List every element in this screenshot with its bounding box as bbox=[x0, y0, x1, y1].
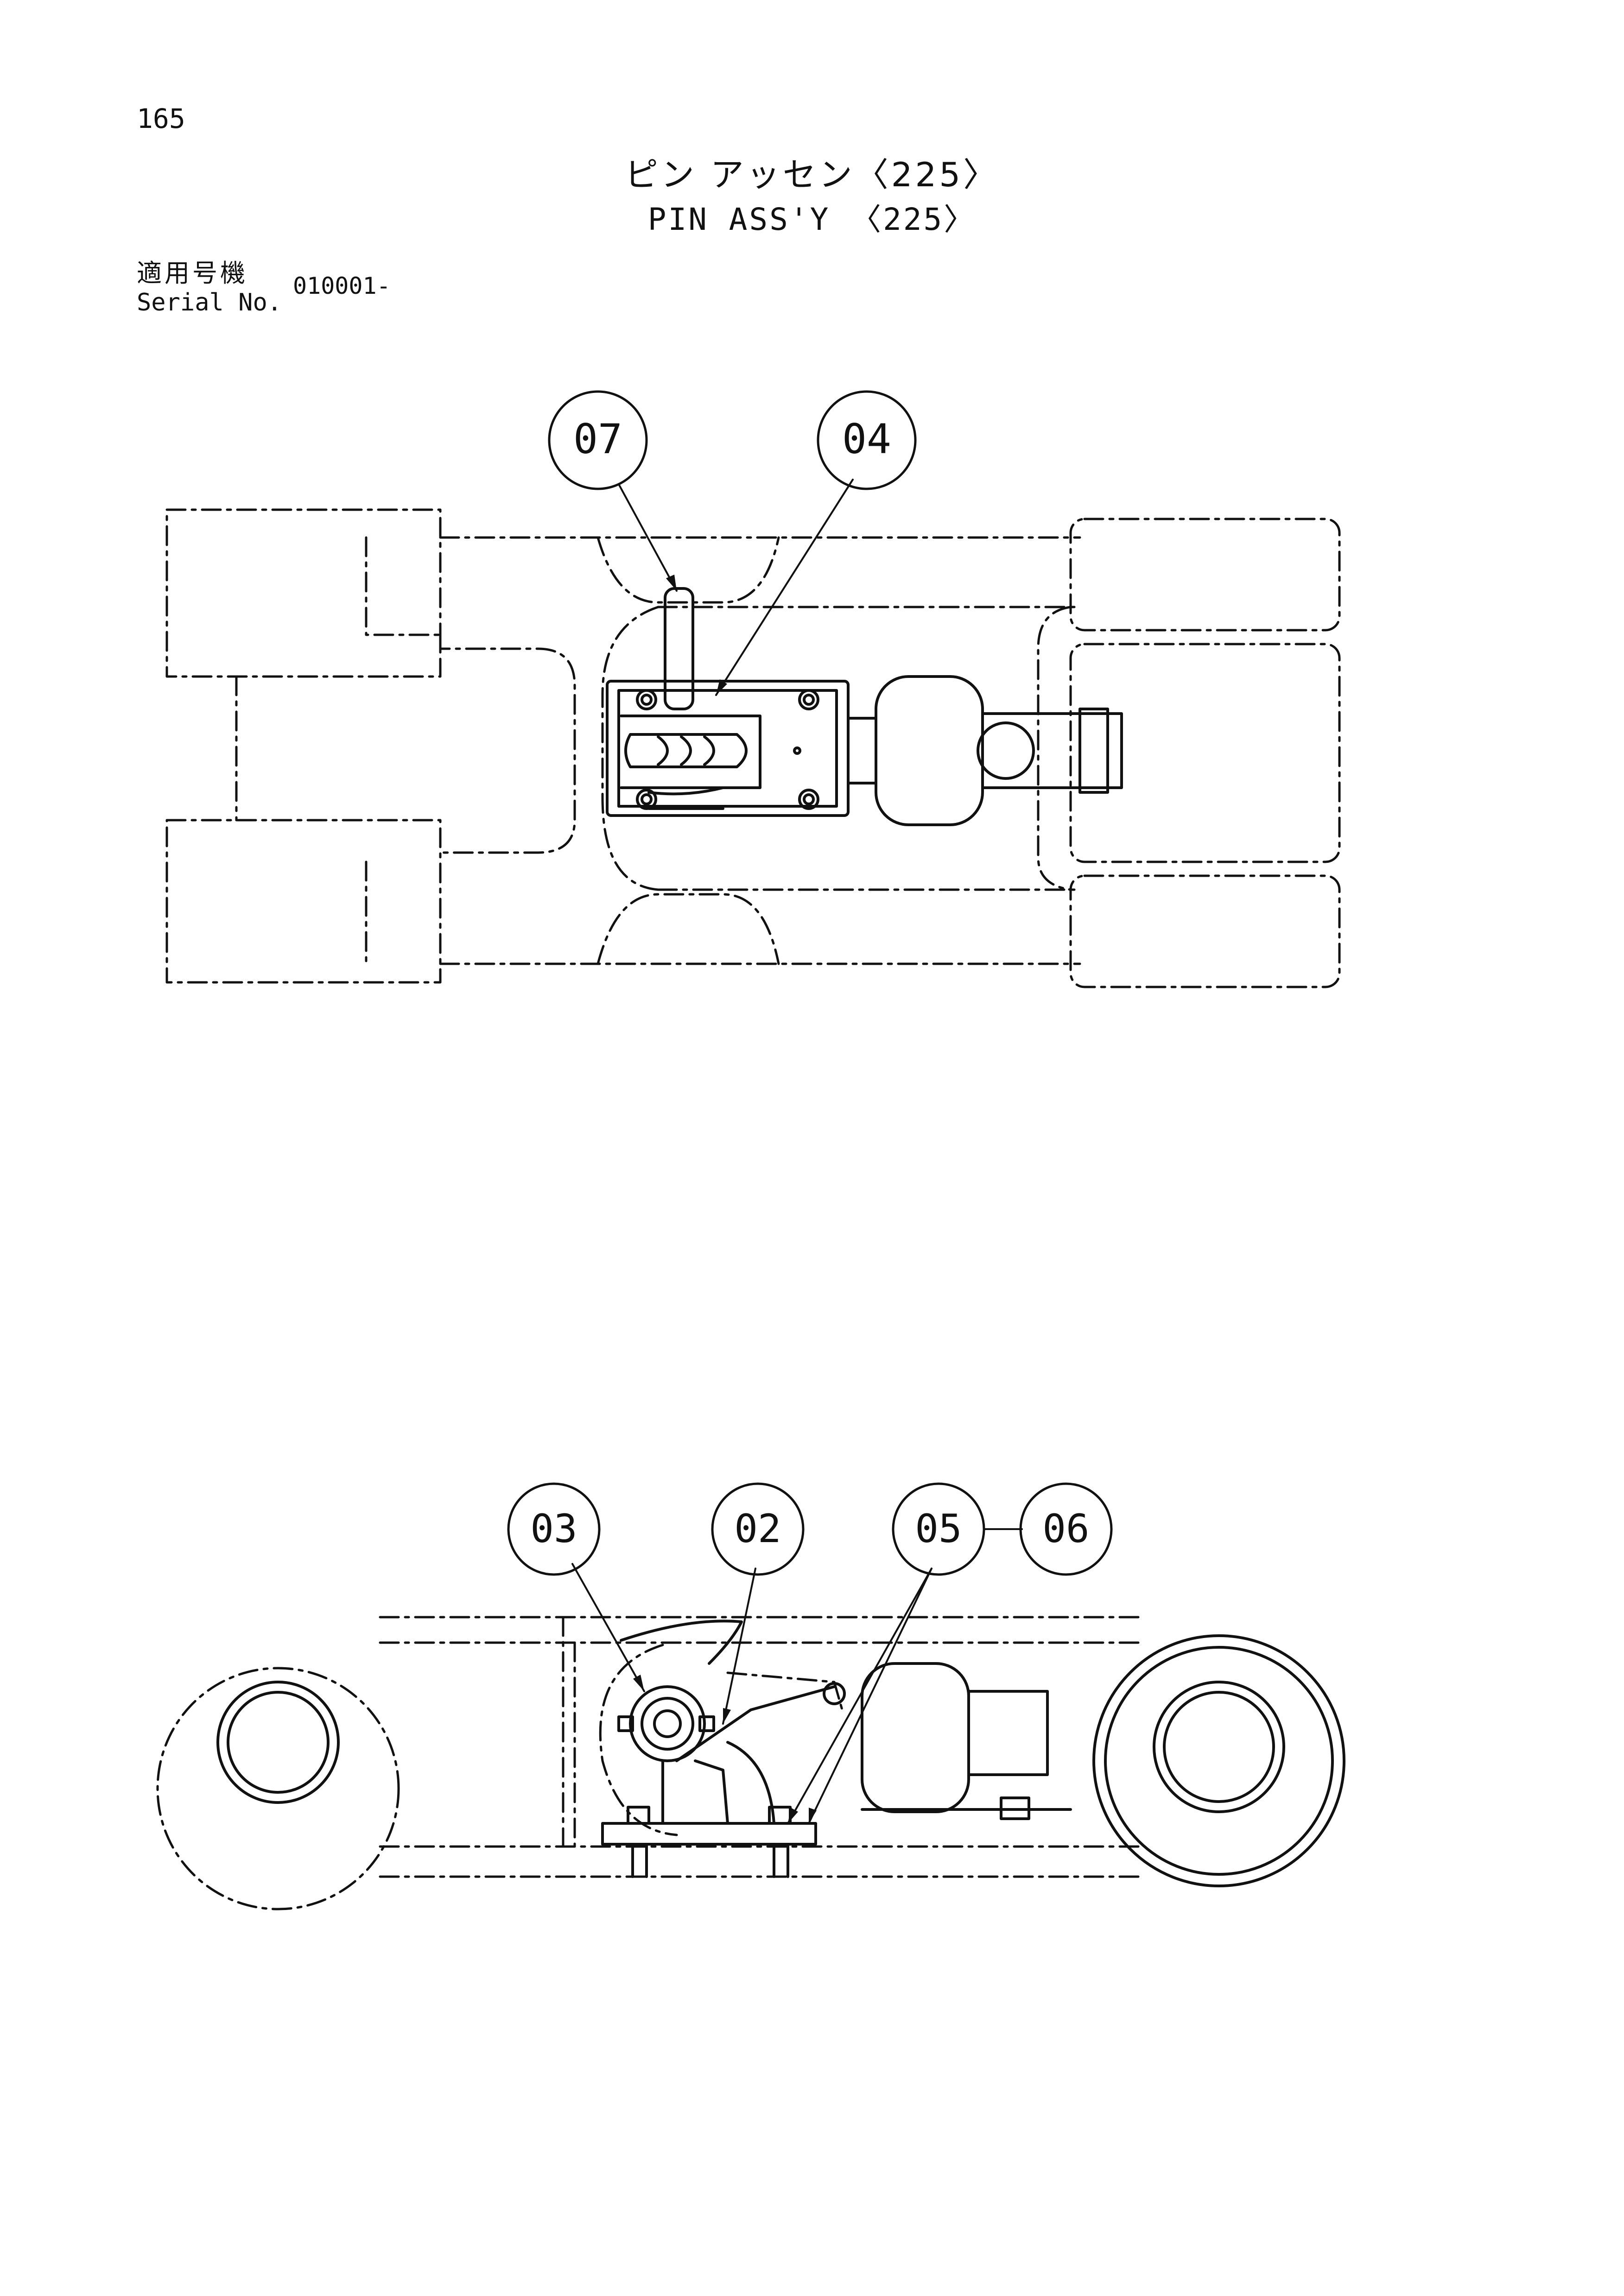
callout-02-label: 02 bbox=[734, 1506, 781, 1551]
callout-04: 04 bbox=[817, 390, 917, 490]
callout-02: 02 bbox=[711, 1482, 805, 1576]
phantom-frame-top bbox=[165, 508, 1341, 988]
idler-wheel bbox=[216, 1681, 340, 1804]
serial-label-japanese: 適用号機 bbox=[137, 259, 248, 288]
side-view: 03 02 05 06 bbox=[156, 1482, 1345, 1910]
callout-05: 05 bbox=[892, 1482, 985, 1576]
leader-arrows-side bbox=[633, 1675, 817, 1823]
callout-07-label: 07 bbox=[573, 415, 622, 463]
title-english: PIN ASS'Y 〈225〉 bbox=[647, 202, 977, 237]
pin-assembly-side bbox=[601, 1619, 1072, 1878]
callout-03: 03 bbox=[507, 1482, 601, 1576]
phantom-frame-side bbox=[156, 1616, 1146, 1910]
page-number: 165 bbox=[137, 103, 185, 134]
callout-07: 07 bbox=[548, 390, 648, 490]
callout-03-label: 03 bbox=[530, 1506, 577, 1551]
serial-label-english: Serial No. bbox=[137, 289, 282, 316]
leaders-top bbox=[618, 479, 854, 696]
top-view: 07 04 bbox=[165, 390, 1341, 988]
leader-arrows-top bbox=[666, 575, 727, 695]
callout-04-label: 04 bbox=[842, 415, 891, 463]
callout-06: 06 bbox=[1019, 1482, 1113, 1576]
callout-06-label: 06 bbox=[1042, 1506, 1089, 1551]
title-japanese: ピン アッセン〈225〉 bbox=[624, 155, 1000, 194]
sprocket-wheel bbox=[1092, 1634, 1345, 1887]
pin-assembly-top bbox=[606, 587, 1123, 826]
leaders-side bbox=[571, 1528, 1023, 1824]
serial-number-range: 010001- bbox=[293, 272, 391, 299]
callout-05-label: 05 bbox=[915, 1506, 962, 1551]
